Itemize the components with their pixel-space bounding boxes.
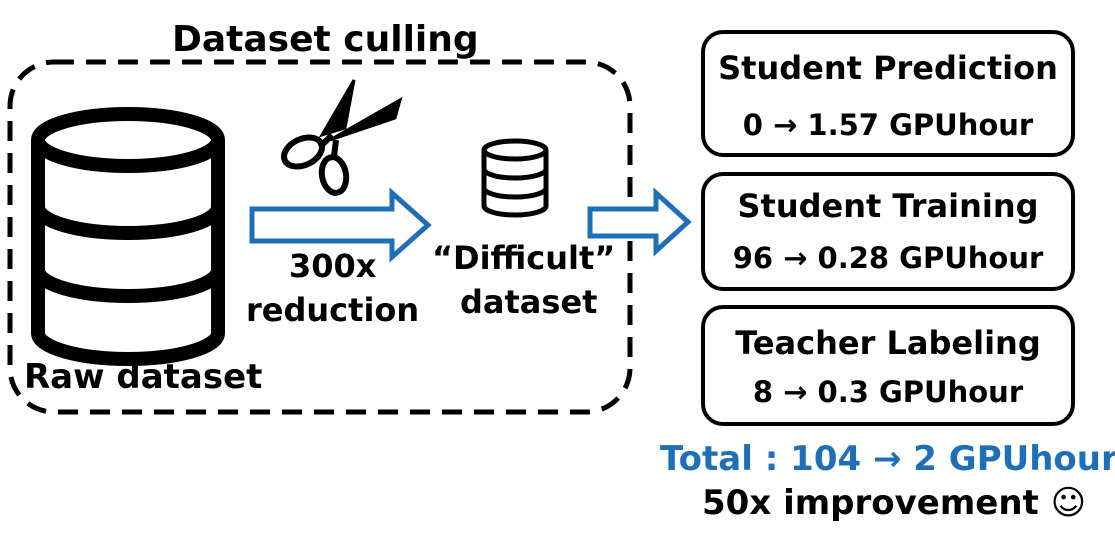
reduction-word: reduction	[246, 291, 420, 329]
difficult-label: “Difficult”	[432, 239, 616, 277]
student-training-box: Student Training 96 → 0.28 GPUhour	[701, 172, 1075, 291]
scissors-icon	[281, 79, 403, 196]
box-title: Student Prediction	[718, 49, 1058, 87]
arrow-right-icon	[249, 187, 432, 263]
student-prediction-box: Student Prediction 0 → 1.57 GPUhour	[701, 30, 1075, 157]
box-value: 8 → 0.3 GPUhour	[752, 375, 1024, 409]
total-label: Total : 104 → 2 GPUhour	[660, 439, 1115, 479]
box-value: 96 → 0.28 GPUhour	[732, 241, 1044, 275]
reduction-amount: 300x	[289, 247, 377, 285]
culling-region	[7, 59, 633, 415]
box-title: Teacher Labeling	[735, 324, 1041, 362]
improvement-label: 50x improvement ☺	[702, 483, 1087, 523]
database-icon	[31, 107, 225, 366]
box-title: Student Training	[737, 187, 1039, 225]
box-value: 0 → 1.57 GPUhour	[742, 108, 1034, 142]
teacher-labeling-box: Teacher Labeling 8 → 0.3 GPUhour	[701, 305, 1075, 426]
difficult-dataset-label: dataset	[460, 283, 598, 321]
raw-dataset-label: Raw dataset	[24, 357, 263, 397]
arrow-right-icon-2	[587, 187, 692, 257]
diagram-title: Dataset culling	[172, 19, 479, 60]
small-database-icon	[481, 138, 549, 218]
